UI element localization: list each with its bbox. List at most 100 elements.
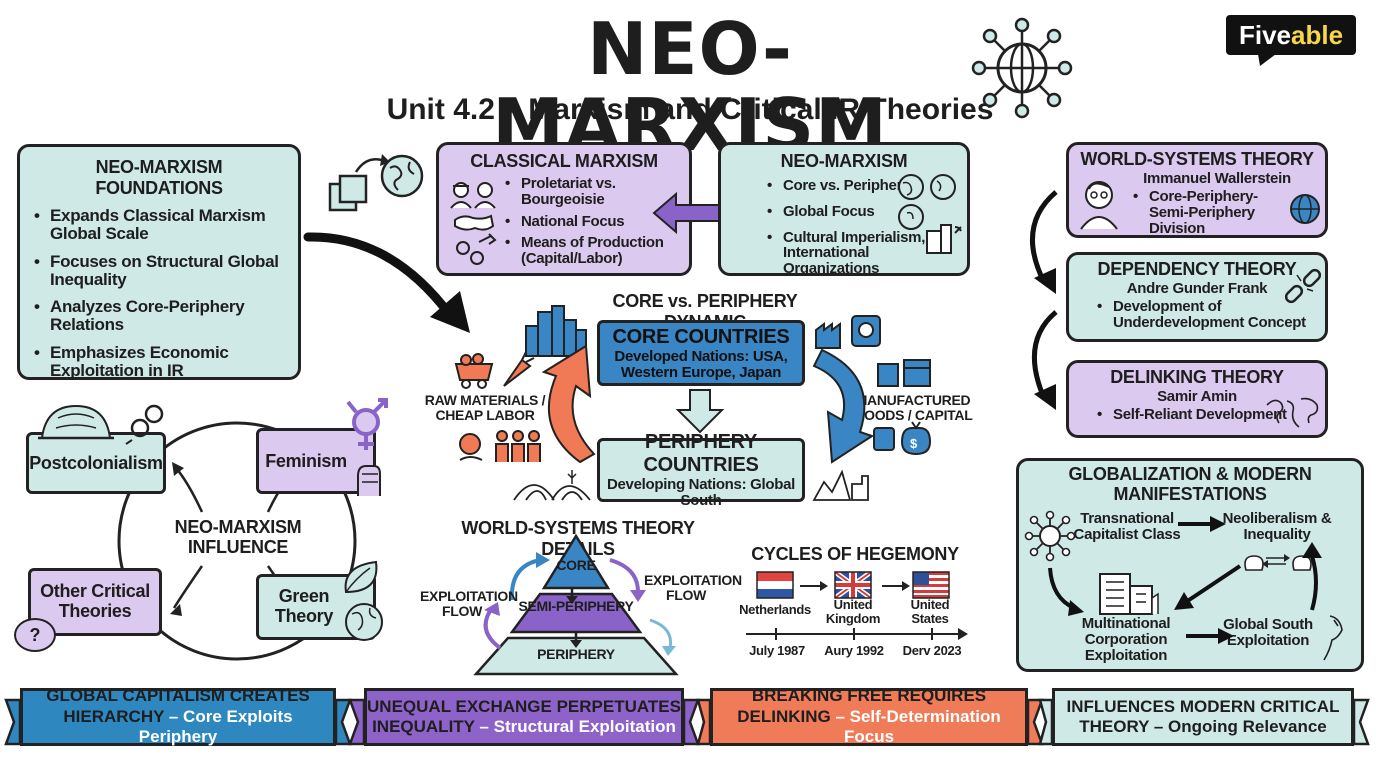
pyramid-core-label: CORE <box>556 557 596 573</box>
hegemony-arrows <box>800 581 910 591</box>
logo-text-prefix: Five <box>1238 19 1291 50</box>
banner-ribbon-ends <box>4 698 1370 746</box>
logo-text-suffix: able <box>1291 19 1344 50</box>
buildings-antenna-icon <box>926 224 962 254</box>
wst-pyramid <box>473 533 679 676</box>
periphery-subtitle: Developing Nations: Global South <box>606 476 796 509</box>
manufactured-goods-label: MANUFACTURED GOODS / CAPITAL <box>853 392 973 424</box>
banner-line2-strong: HIERARCHY <box>63 706 165 726</box>
exploitation-arrows <box>483 552 676 656</box>
network-icon <box>1024 510 1076 562</box>
neo-item: Core vs. Periphery <box>767 178 957 194</box>
wst-heading: WORLD-SYSTEMS THEORY <box>1080 149 1314 169</box>
pith-helmet-icon <box>38 404 164 445</box>
globes-icon <box>898 174 956 230</box>
classical-item: National Focus <box>505 213 679 230</box>
industry-icon <box>812 469 869 501</box>
classical-heading: CLASSICAL MARXISM <box>470 151 658 171</box>
classical-marxism-panel: CLASSICAL MARXISM Proletariat vs. Bourge… <box>436 142 692 276</box>
foundations-arrow <box>303 232 470 333</box>
factory-icons <box>815 315 881 349</box>
feminism-box: Feminism <box>256 428 376 494</box>
banner-line1: UNEQUAL EXCHANGE PERPETUATES <box>367 696 681 716</box>
dependency-author: Andre Gunder Frank <box>1126 280 1268 297</box>
banner-line2-strong: THEORY <box>1079 717 1150 736</box>
pyramid-periphery-label: PERIPHERY <box>537 646 615 662</box>
page-subtitle: Unit 4.2 – Marxism and Critical IR Theor… <box>386 93 994 126</box>
delinking-heading: DELINKING THEORY <box>1110 367 1284 387</box>
portrait-icon <box>1080 181 1118 230</box>
broken-chain-icon <box>1284 268 1322 304</box>
flag-us-icon <box>912 571 950 599</box>
raw-materials-label: RAW MATERIALS / CHEAP LABOR <box>424 392 546 424</box>
gender-symbol-icon <box>346 398 388 496</box>
banner-line2-detail: – Structural Exploitation <box>474 717 676 736</box>
dependency-heading: DEPENDENCY THEORY <box>1097 259 1297 279</box>
classical-item: Proletariat vs. Bourgeoisie <box>505 176 679 208</box>
hegemony-date: July 1987 <box>749 643 805 658</box>
banner-line2-detail: – Ongoing Relevance <box>1149 717 1327 736</box>
wst-author: Immanuel Wallerstein <box>1143 170 1291 187</box>
glob-node-global-south: Global South Exploitation <box>1223 616 1313 649</box>
globalization-heading: GLOBALIZATION & MODERN MANIFESTATIONS <box>1068 464 1312 504</box>
hegemony-date: Derv 2023 <box>902 643 962 658</box>
postcolonialism-box: Postcolonialism <box>26 432 166 494</box>
banner-line1: BREAKING FREE REQUIRES <box>751 686 987 706</box>
core-subtitle: Developed Nations: USA, Western Europe, … <box>614 347 788 381</box>
postcolonialism-label: Postcolonialism <box>29 452 163 473</box>
cheap-labor-icon <box>459 430 541 462</box>
dependency-theory-panel: DEPENDENCY THEORY Andre Gunder Frank Dev… <box>1066 252 1328 342</box>
foundations-panel: NEO-MARXISM FOUNDATIONS Expands Classica… <box>17 144 301 380</box>
periphery-countries-box: PERIPHERY COUNTRIES Developing Nations: … <box>597 431 805 508</box>
up-curved-arrow <box>541 344 596 464</box>
fields-icon <box>513 470 591 501</box>
foundations-item: Expands Classical Marxism Global Scale <box>34 207 284 243</box>
down-arrow <box>675 389 725 434</box>
glob-node-neoliberalism: Neoliberalism & Inequality <box>1222 510 1332 543</box>
globalization-flow-arrows <box>1048 516 1322 644</box>
delinking-item: Self-Reliant Development <box>1097 407 1315 423</box>
wst-item: Core-Periphery-Semi-Periphery Division <box>1133 189 1285 236</box>
hegemony-country: United Kingdom <box>825 597 881 627</box>
neo-marxism-panel: NEO-MARXISM Core vs. Periphery Global Fo… <box>718 142 970 276</box>
foundations-heading: NEO-MARXISM FOUNDATIONS <box>95 157 223 198</box>
hegemony-heading: CYCLES OF HEGEMONY <box>751 544 959 564</box>
banner-line1: GLOBAL CAPITALISM CREATES <box>46 686 310 706</box>
world-systems-theory-panel: WORLD-SYSTEMS THEORY Immanuel Wallerstei… <box>1066 142 1328 238</box>
hegemony-date: Aury 1992 <box>824 643 884 658</box>
neo-heading: NEO-MARXISM <box>780 151 908 171</box>
neo-item: Cultural Imperialism, International Orga… <box>767 229 957 277</box>
network-globe-icon <box>971 17 1073 119</box>
glob-node-mnc: Multinational Corporation Exploitation <box>1081 615 1171 664</box>
core-countries-box: CORE COUNTRIES Developed Nations: USA, W… <box>597 320 805 386</box>
blocks-globe-icon <box>328 154 424 212</box>
logo-speech-tail <box>1258 54 1276 66</box>
raw-materials-icon <box>454 351 535 389</box>
foundations-item: Analyzes Core-Periphery Relations <box>34 298 284 334</box>
banner-line2-detail: – Core Exploits Periphery <box>138 706 293 747</box>
flag-uk-icon <box>833 569 873 601</box>
banner-line2-detail: – Self-Determination Focus <box>830 706 1001 747</box>
svg-text:$: $ <box>910 436 918 451</box>
goods-capital-icon: $ <box>873 359 932 456</box>
green-theory-label: Green Theory <box>274 586 334 626</box>
pyramid-semi-label: SEMI-PERIPHERY <box>518 598 634 614</box>
banner-line2-strong: DELINKING <box>737 706 831 726</box>
feminism-label: Feminism <box>265 450 347 471</box>
neo-item: Global Focus <box>767 203 957 220</box>
exploitation-flow-left: EXPLOITATION FLOW <box>420 588 518 620</box>
core-title: CORE COUNTRIES <box>612 325 790 348</box>
question-bubble-icon: ? <box>14 618 56 652</box>
other-critical-label: Other Critical Theories <box>40 581 150 621</box>
leaf-globe-icon <box>344 560 383 641</box>
down-curved-arrow <box>812 348 875 464</box>
banner-line2-strong: INEQUALITY <box>372 717 475 736</box>
page-title: NEO-MARXISM <box>492 7 888 167</box>
foundations-item: Focuses on Structural Global Inequality <box>34 252 284 289</box>
flag-netherlands-icon <box>756 571 794 599</box>
